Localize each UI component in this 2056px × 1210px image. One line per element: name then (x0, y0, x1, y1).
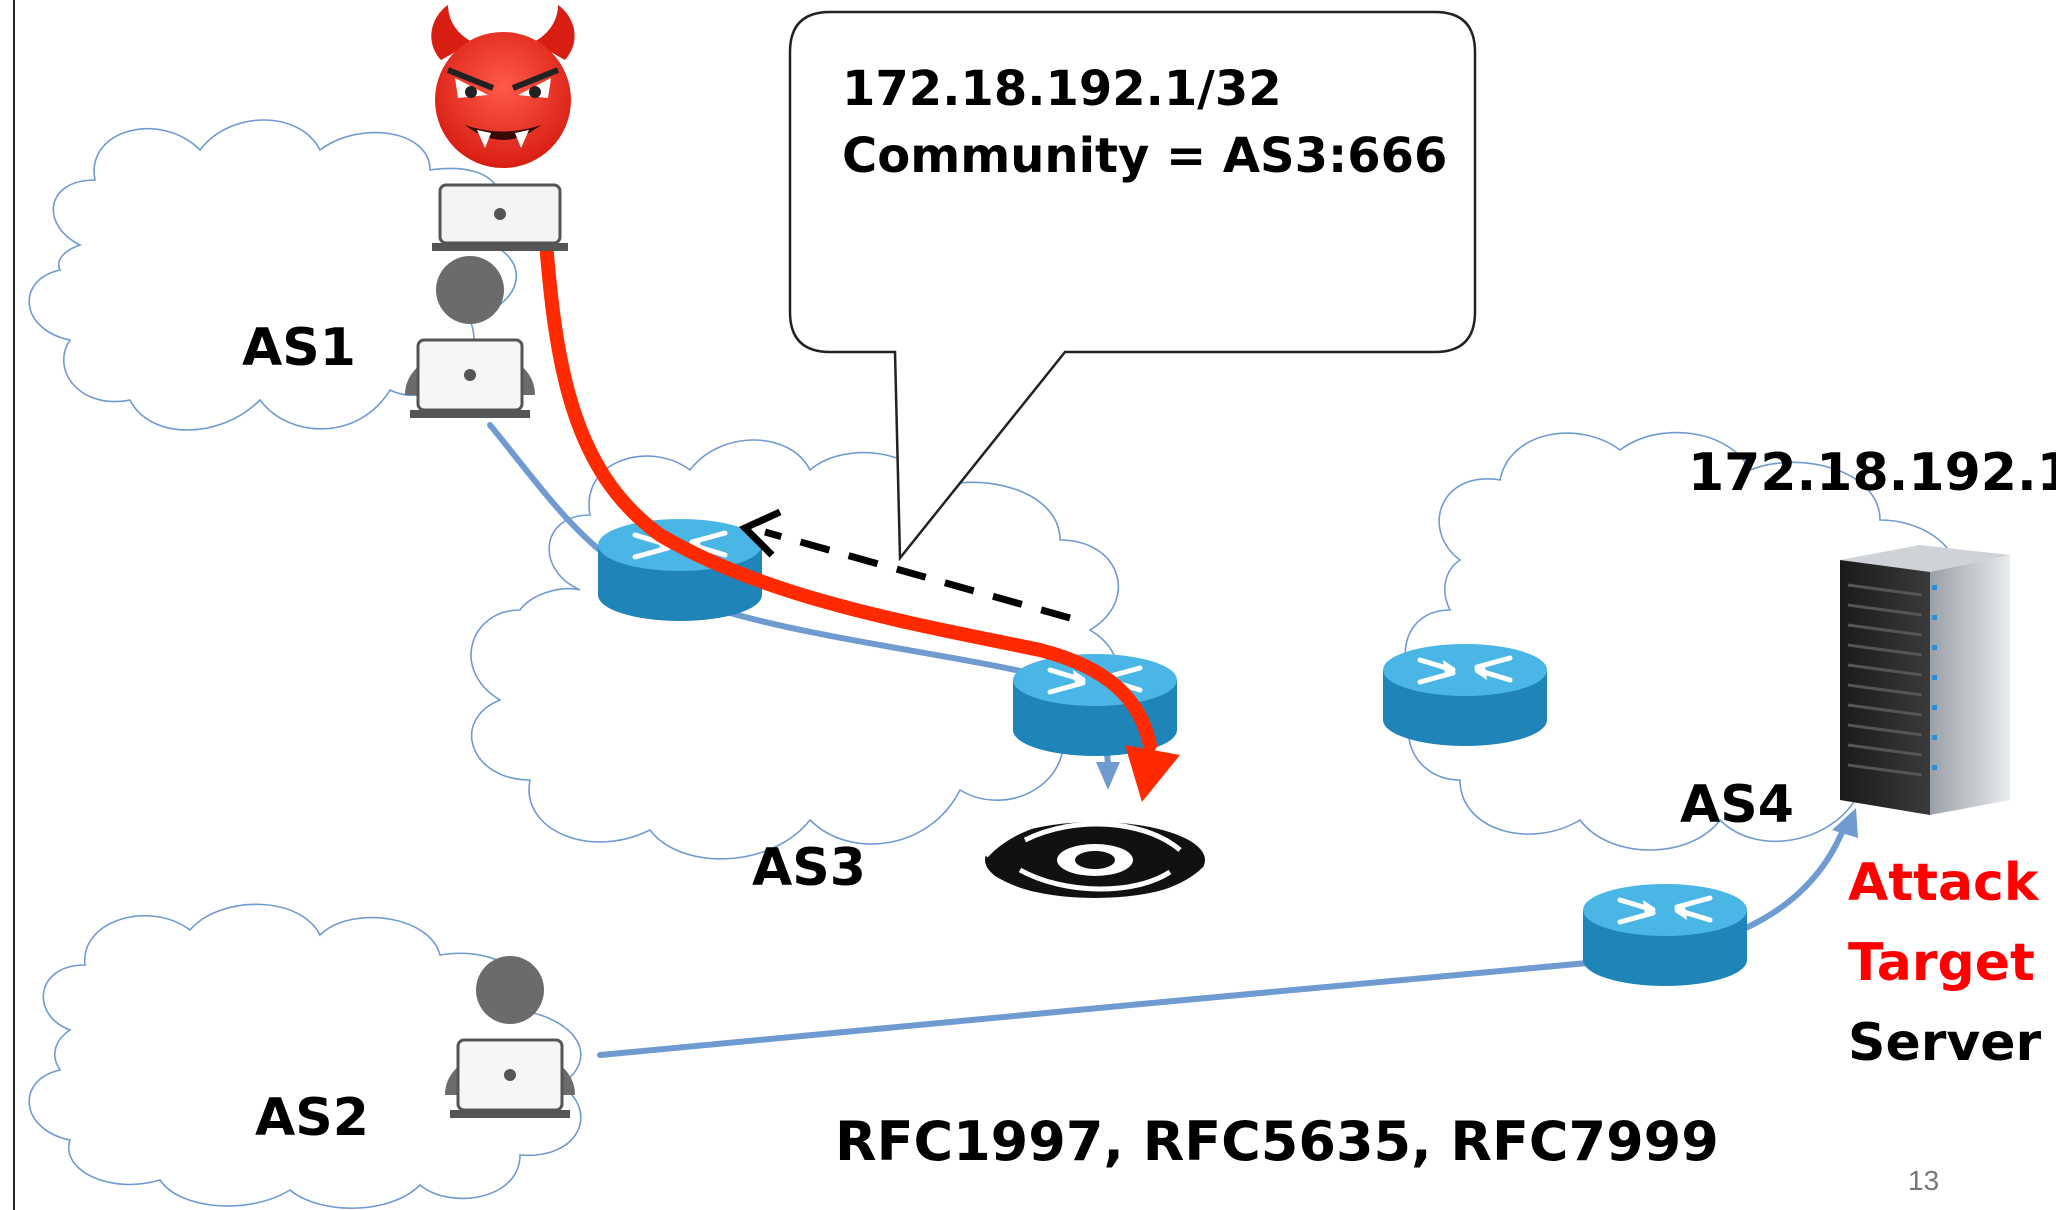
devil-face-icon (431, 5, 575, 168)
announcement-dashed-arrow (764, 528, 1071, 622)
normal-path-as2 (597, 822, 1848, 1058)
announcement-arrowhead (738, 508, 782, 558)
attack-path-arrowhead (1125, 745, 1180, 802)
router-icon (1013, 654, 1177, 756)
router-icon (1383, 644, 1547, 746)
as3-label: AS3 (752, 838, 866, 898)
page-number: 13 (1908, 1165, 1939, 1196)
attack-path (538, 223, 1157, 752)
callout-prefix: 172.18.192.1/32 (842, 61, 1282, 117)
callout-bubble (788, 10, 1477, 562)
as1-label: AS1 (242, 318, 356, 378)
target-ip-label: 172.18.192.1 (1688, 443, 2056, 503)
router-icon (1583, 884, 1747, 986)
rfc-label: RFC1997, RFC5635, RFC7999 (835, 1110, 1719, 1173)
black-hole-icon (982, 810, 1212, 907)
user-with-laptop-icon (405, 256, 535, 418)
target-label: Target (1848, 933, 2035, 993)
as4-label: AS4 (1680, 775, 1794, 835)
normal-path-as1-arrowhead (1096, 762, 1120, 790)
as2-label: AS2 (255, 1088, 369, 1148)
attack-label: Attack (1848, 853, 2040, 913)
user-with-laptop-icon (445, 956, 575, 1118)
callout-community: Community = AS3:666 (842, 128, 1447, 184)
server-label: Server (1848, 1013, 2042, 1073)
as2-cloud (28, 903, 582, 1209)
attacker-laptop-icon (432, 183, 568, 251)
normal-path-as2-arrowhead (1832, 808, 1858, 838)
server-rack-icon (1840, 545, 2010, 815)
